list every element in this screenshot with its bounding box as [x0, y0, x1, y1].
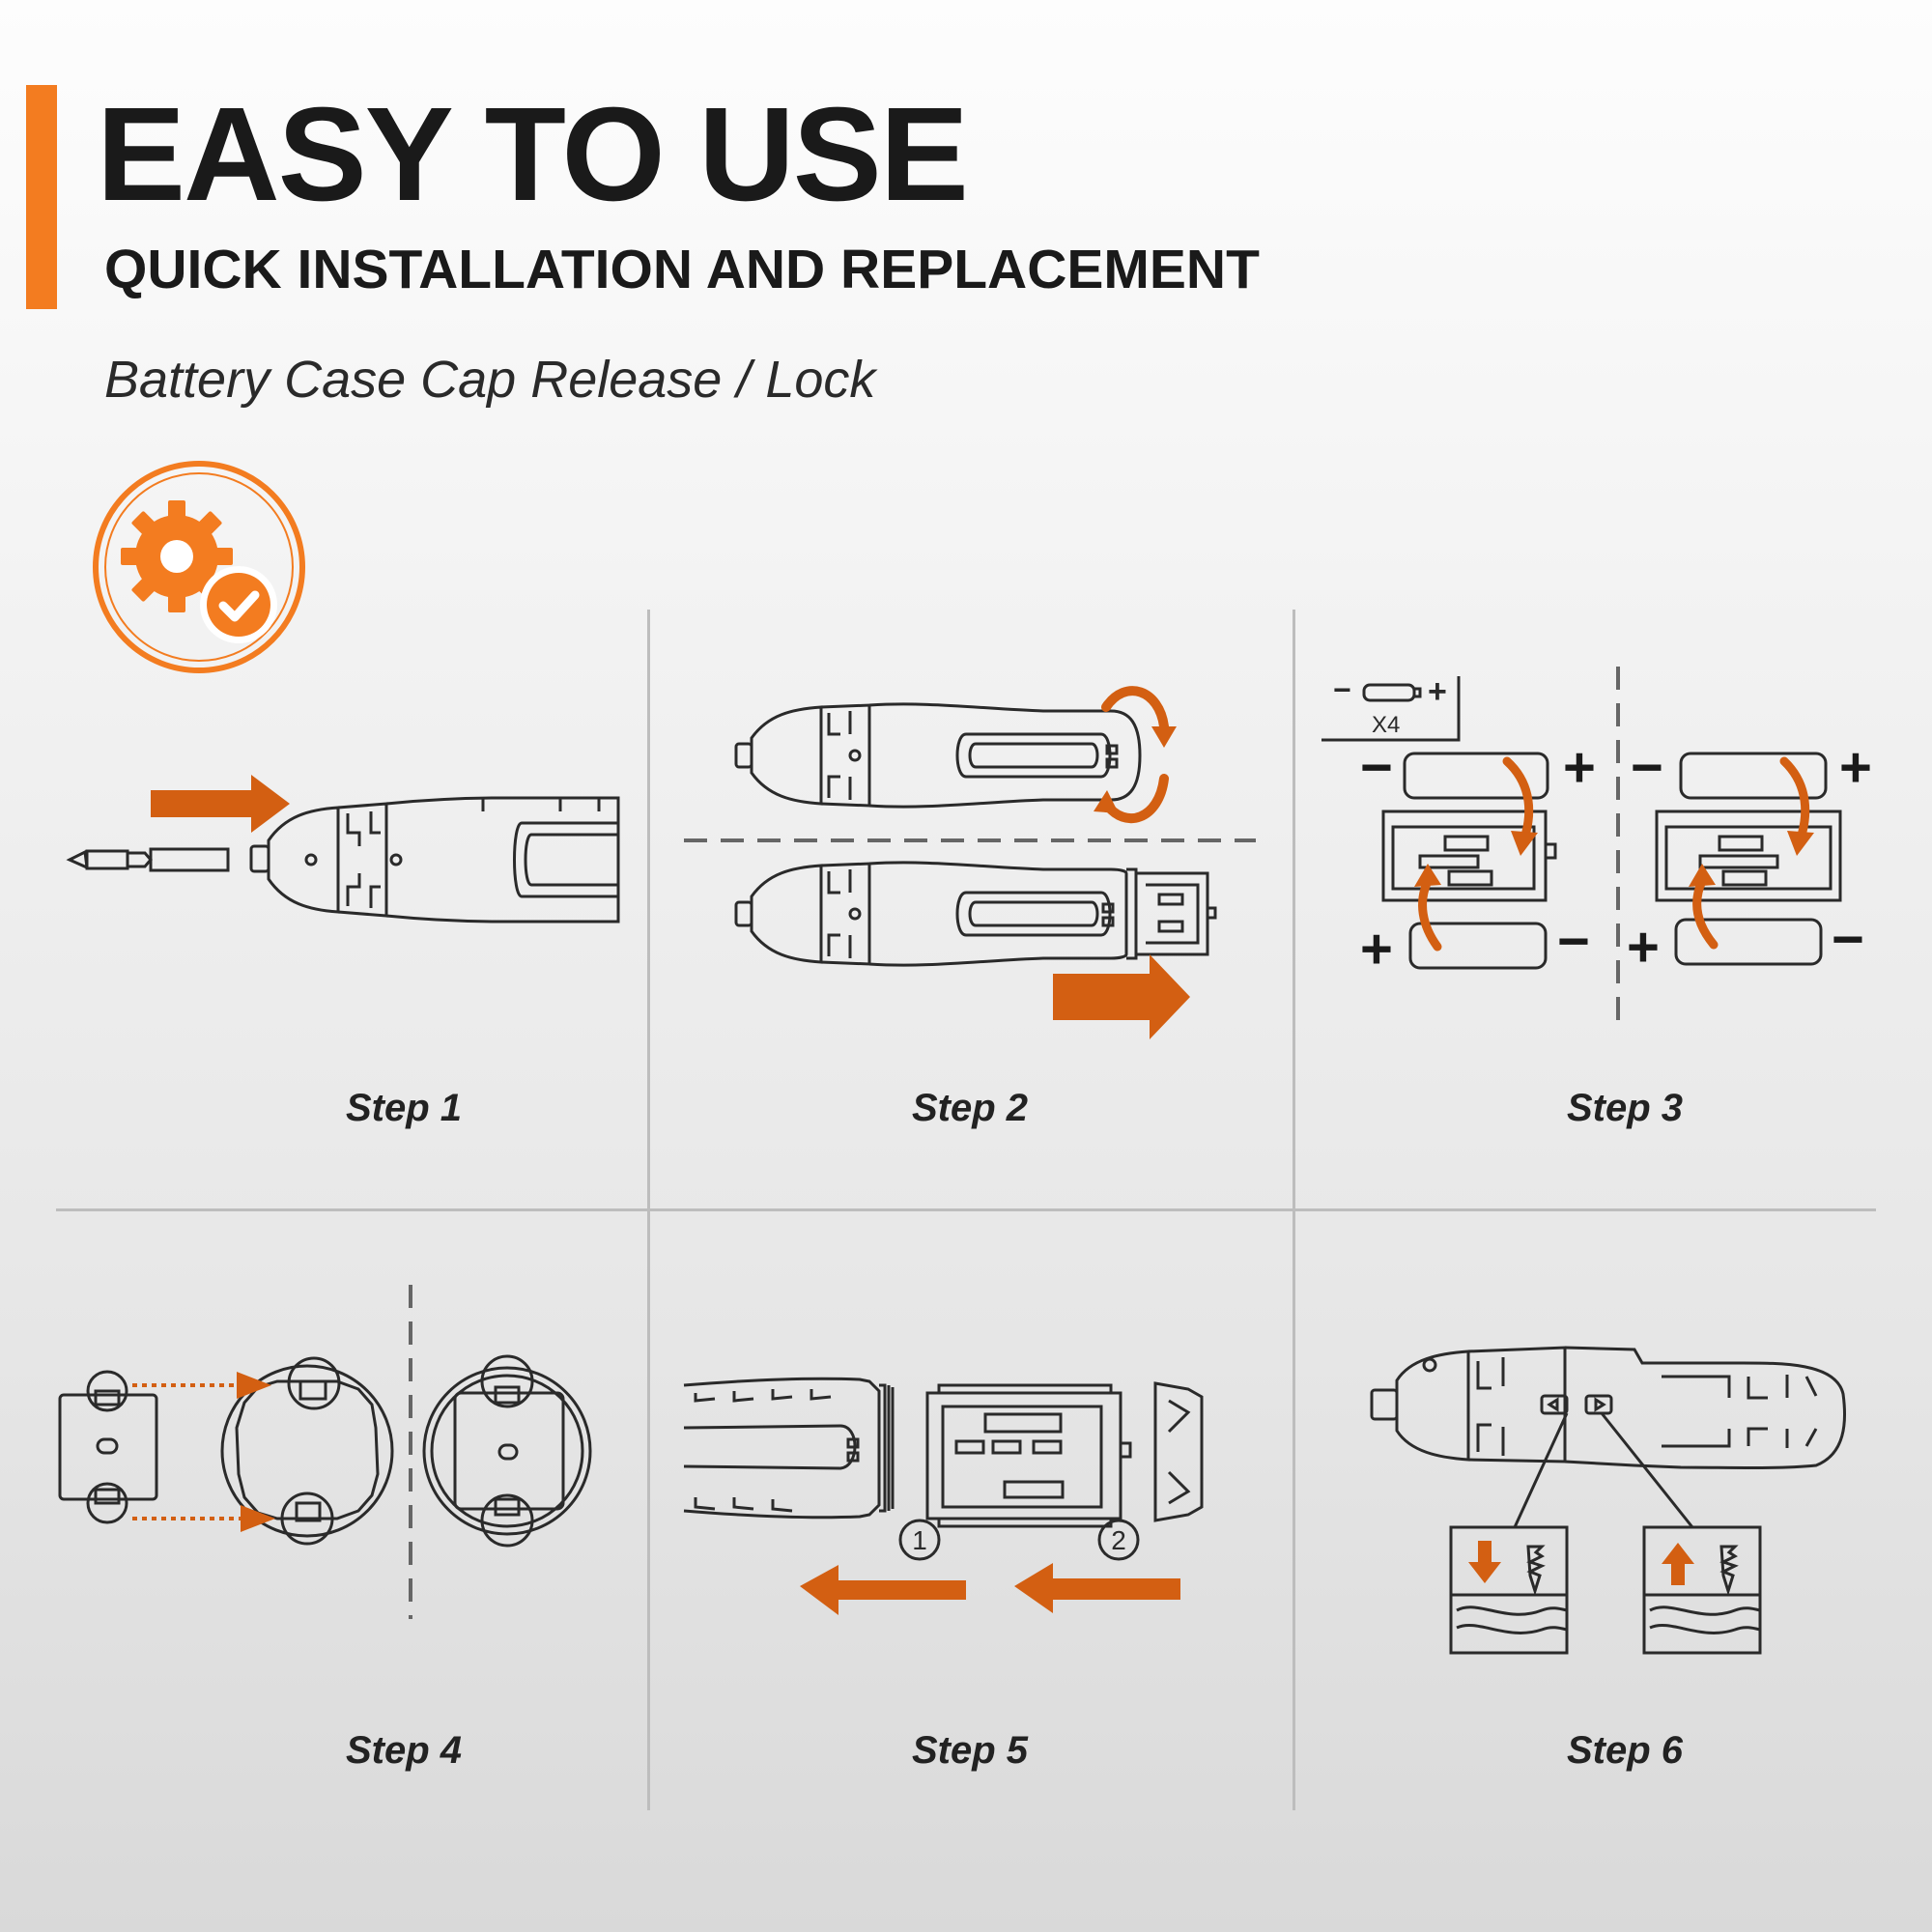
accent-bar [26, 85, 57, 309]
page-subtitle: QUICK INSTALLATION AND REPLACEMENT [104, 239, 1260, 300]
remove-battery-case-illustration [684, 686, 1256, 1039]
left-top-minus: − [1360, 736, 1393, 799]
legend-plus-sign: + [1428, 673, 1447, 710]
step-1-label: Step 1 [345, 1087, 463, 1129]
right-top-plus: + [1839, 736, 1872, 799]
grid-divider-horizontal [56, 1208, 1876, 1211]
right-bottom-minus: − [1832, 908, 1864, 971]
step-2-label: Step 2 [911, 1087, 1029, 1129]
gear-check-icon [93, 461, 305, 673]
step-5-label: Step 5 [911, 1729, 1029, 1772]
step-3-label: Step 3 [1566, 1087, 1684, 1129]
right-top-minus: − [1631, 736, 1663, 799]
align-case-illustration [58, 1285, 592, 1619]
legend-minus-sign: − [1333, 672, 1351, 707]
insert-batteries-illustration: − + X4 − + + − − + + − [1321, 667, 1872, 1034]
page-title: EASY TO USE [97, 80, 969, 229]
step-6-label: Step 6 [1566, 1729, 1684, 1772]
grid-divider-vertical-1 [647, 610, 650, 1810]
order-number-1: 1 [912, 1525, 927, 1555]
battery-qty-text: X4 [1372, 712, 1400, 738]
left-bottom-plus: + [1360, 918, 1393, 980]
grid-divider-vertical-2 [1293, 610, 1295, 1810]
page-caption: Battery Case Cap Release / Lock [104, 351, 876, 409]
direction-switch-illustration [1370, 1346, 1847, 1655]
left-bottom-minus: − [1557, 910, 1590, 973]
step-4-label: Step 4 [345, 1729, 463, 1772]
left-top-plus: + [1563, 736, 1596, 799]
insert-bit-illustration [66, 775, 620, 923]
order-number-2: 2 [1111, 1525, 1126, 1555]
reassemble-illustration: 1 2 [683, 1377, 1204, 1615]
right-bottom-plus: + [1627, 916, 1660, 979]
